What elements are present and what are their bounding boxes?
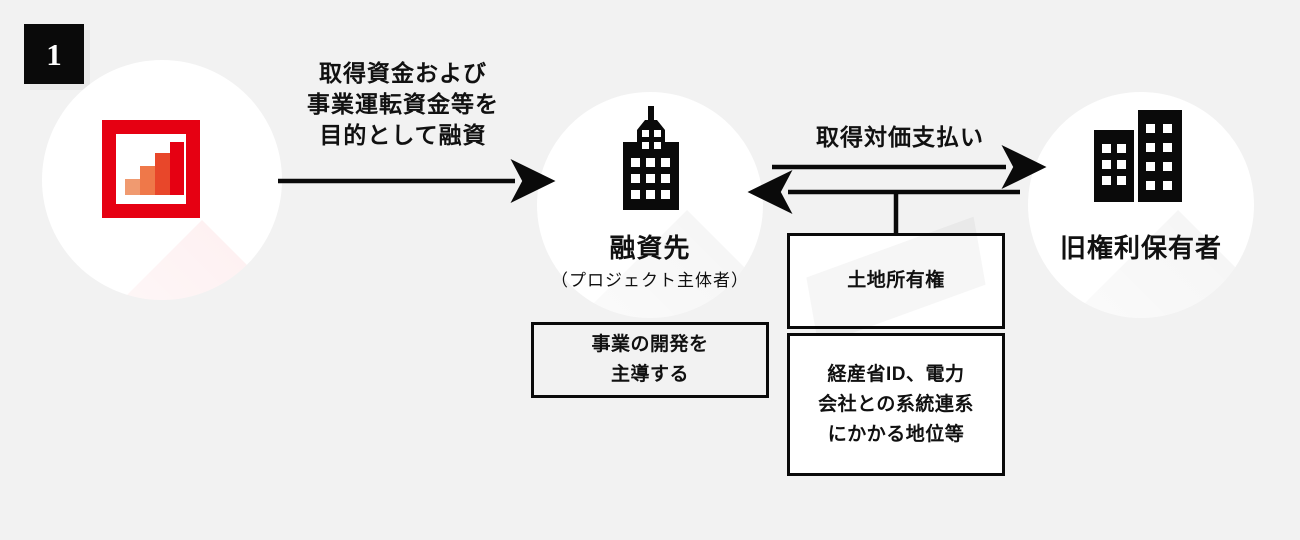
bar-chart-frame-icon: [102, 120, 200, 218]
lender-long-shadow: [42, 220, 282, 300]
borrower-circle-backdrop: [537, 92, 763, 318]
node-lender: [42, 60, 282, 300]
holder-circle-backdrop: [1028, 92, 1254, 318]
node-borrower: 融資先 （プロジェクト主体者）: [537, 92, 763, 318]
box-grid-status: 経産省ID、電力 会社との系統連系 にかかる地位等: [787, 333, 1005, 476]
payment-arrow-label: 取得対価支払い: [816, 124, 984, 150]
holder-label: 旧権利保有者: [1059, 233, 1222, 263]
node-holder: 旧権利保有者: [1028, 92, 1254, 318]
bar-4: [170, 142, 184, 195]
borrower-label: 融資先: [609, 233, 691, 263]
box-development-role: 事業の開発を 主導する: [531, 322, 769, 398]
box-grid-status-text: 経産省ID、電力 会社との系統連系 にかかる地位等: [818, 363, 974, 445]
bar-2: [140, 166, 155, 195]
two-buildings-icon: [1094, 110, 1182, 202]
borrower-sublabel: （プロジェクト主体者）: [551, 271, 749, 290]
step-number-badge: 1: [24, 24, 84, 84]
loan-arrow-label: 取得資金および 事業運転資金等を 目的として融資: [307, 60, 499, 148]
box-land-ownership-text: 土地所有権: [847, 270, 945, 291]
box-development-role-text: 事業の開発を 主導する: [591, 334, 709, 385]
office-tower-icon: [623, 106, 679, 210]
bar-1: [125, 179, 140, 195]
box-land-ownership: 土地所有権: [787, 233, 1005, 329]
bar-chart-plot-area: [116, 134, 186, 204]
bar-3: [155, 153, 170, 195]
lender-circle-backdrop: [42, 60, 282, 300]
step-number-text: 1: [46, 36, 62, 72]
